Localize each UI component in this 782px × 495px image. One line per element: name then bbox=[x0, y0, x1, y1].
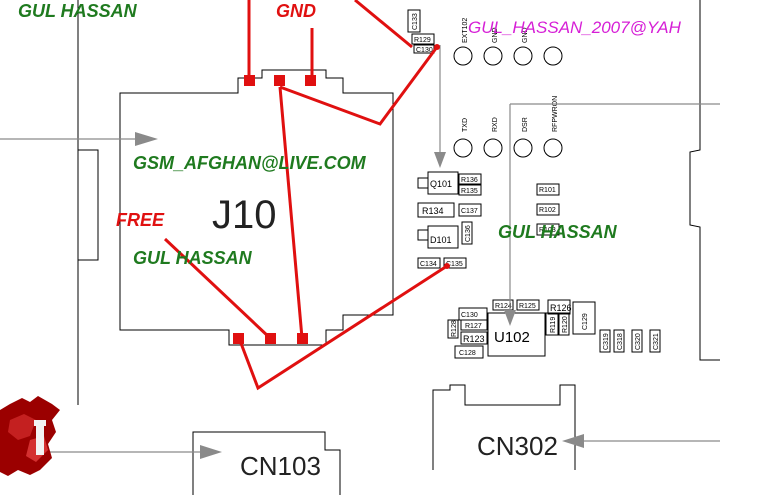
cn302-label: CN302 bbox=[477, 431, 558, 461]
label-gul-hassan-mid: GUL HASSAN bbox=[133, 248, 253, 268]
cn302-outline bbox=[432, 384, 576, 470]
comp-r102: R102 bbox=[539, 207, 556, 214]
comp-c134: C134 bbox=[420, 261, 437, 268]
comp-r124: R124 bbox=[495, 303, 512, 310]
comp-c135: C135 bbox=[446, 261, 463, 268]
pad-row-top: EXT102 GND GND bbox=[453, 18, 563, 66]
map-logo bbox=[0, 396, 60, 476]
comp-c320: C320 bbox=[635, 333, 642, 350]
comp-r120: R120 bbox=[562, 316, 569, 333]
pad-rxd bbox=[483, 138, 503, 158]
comp-r136: R136 bbox=[461, 177, 478, 184]
pad-gnd bbox=[483, 46, 503, 66]
cn103-outline bbox=[192, 431, 341, 495]
label-email-top: GUL_HASSAN_2007@YAH bbox=[468, 18, 682, 37]
comp-r125: R125 bbox=[519, 303, 536, 310]
comp-r135: R135 bbox=[461, 188, 478, 195]
comp-c130-top: C130 bbox=[416, 47, 433, 54]
comp-r119: R119 bbox=[550, 317, 557, 333]
label-free: FREE bbox=[116, 210, 165, 230]
pad-gnd2-label: GND bbox=[522, 27, 529, 43]
pad-ext102 bbox=[453, 46, 473, 66]
comp-c129: C129 bbox=[582, 313, 589, 330]
comp-c128: C128 bbox=[459, 350, 476, 357]
comp-c130: C130 bbox=[461, 312, 478, 319]
comp-c321: C321 bbox=[653, 333, 660, 350]
pad-rfpwron bbox=[543, 138, 563, 158]
label-gsm-email: GSM_AFGHAN@LIVE.COM bbox=[133, 153, 367, 173]
comp-r127: R127 bbox=[465, 323, 482, 330]
red-traces bbox=[163, 0, 450, 391]
comp-c319: C319 bbox=[603, 333, 610, 350]
pad-txd bbox=[453, 138, 473, 158]
pad-extra bbox=[543, 46, 563, 66]
comp-r103: R103 bbox=[539, 227, 556, 234]
j10-label: J10 bbox=[212, 193, 277, 237]
cn103-label: CN103 bbox=[240, 451, 321, 481]
comp-c318: C318 bbox=[617, 333, 624, 350]
pad-gnd2 bbox=[513, 46, 533, 66]
pointer-arrows bbox=[0, 45, 720, 459]
u102-label: U102 bbox=[494, 329, 530, 346]
board-edge-right bbox=[689, 0, 720, 361]
comp-c136: C136 bbox=[465, 225, 472, 242]
comp-q101: Q101 bbox=[430, 179, 452, 189]
label-gul-hassan-right: GUL HASSAN bbox=[498, 222, 618, 242]
pad-txd-label: TXD bbox=[462, 118, 469, 132]
pad-ext102-label: EXT102 bbox=[462, 18, 469, 43]
pad-rxd-label: RXD bbox=[492, 117, 499, 132]
comp-r126: R126 bbox=[550, 303, 572, 313]
comp-r129: R129 bbox=[414, 37, 431, 44]
j10-outline bbox=[119, 69, 394, 346]
label-gnd: GND bbox=[276, 1, 316, 21]
j10-notch-left bbox=[78, 149, 99, 261]
comp-r134: R134 bbox=[422, 206, 444, 216]
comp-r101: R101 bbox=[539, 187, 556, 194]
comp-c133: C133 bbox=[412, 13, 419, 30]
comp-d101: D101 bbox=[430, 235, 452, 245]
pad-row-mid: TXD RXD DSR RFPWRON bbox=[453, 96, 563, 158]
pad-rfpwron-label: RFPWRON bbox=[552, 96, 559, 132]
pad-dsr-label: DSR bbox=[522, 117, 529, 132]
comp-r128: R128 bbox=[451, 320, 458, 337]
comp-r123: R123 bbox=[463, 334, 485, 344]
pad-dsr bbox=[513, 138, 533, 158]
label-gul-hassan-top: GUL HASSAN bbox=[18, 1, 138, 21]
pad-gnd-label: GND bbox=[492, 27, 499, 43]
comp-c137: C137 bbox=[461, 208, 478, 215]
